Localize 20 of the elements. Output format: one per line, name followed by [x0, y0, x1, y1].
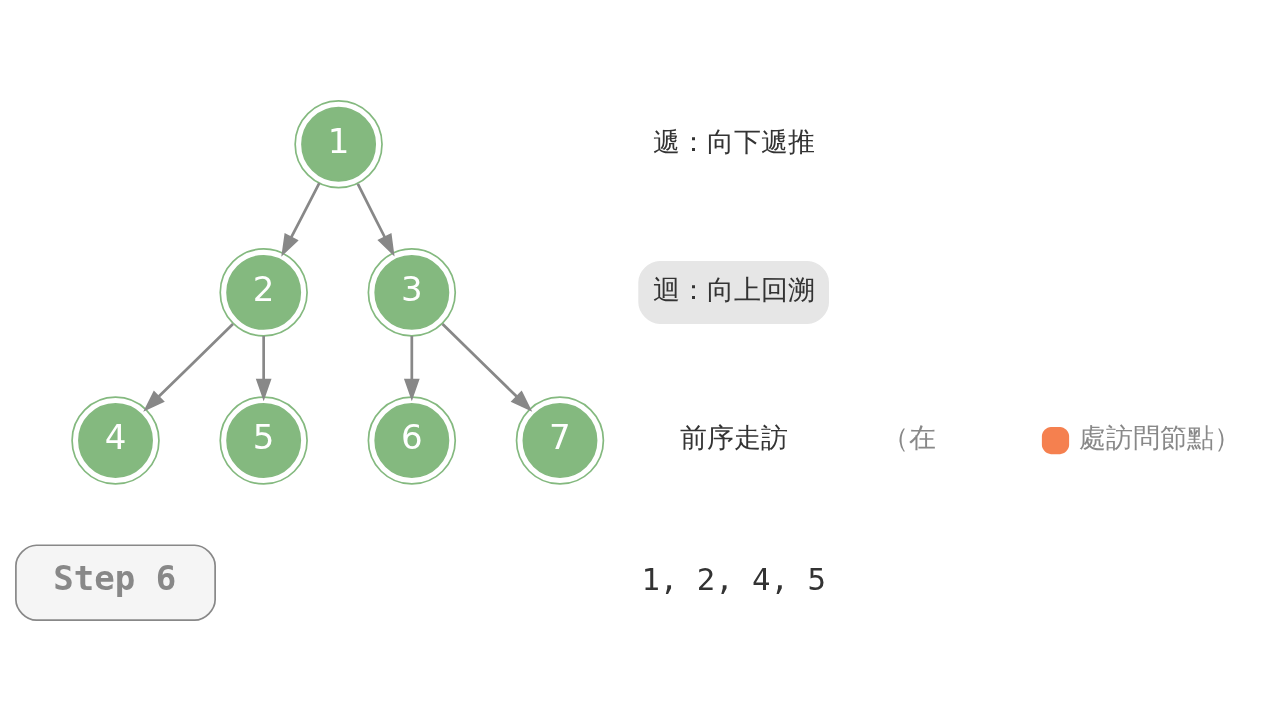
node-circle: 4 [71, 395, 160, 485]
arrow [281, 182, 321, 257]
label: 遞：向下遞推 [652, 125, 815, 157]
arrow [143, 322, 234, 412]
legend-label: 處訪問節點） [1079, 421, 1242, 453]
node-circle: 5 [219, 395, 308, 485]
arrow [441, 322, 533, 412]
label: （在 [882, 421, 937, 453]
node-circle: 6 [367, 395, 457, 485]
label: 前序走訪 [679, 422, 788, 453]
node-box: 迴：向上回溯 [638, 260, 829, 324]
node-circle: 2 [219, 247, 308, 337]
node-box: Step 6 [15, 543, 216, 621]
node-circle: 3 [367, 247, 457, 337]
node-circle: 7 [515, 395, 605, 485]
arrow [403, 335, 420, 401]
arrow [356, 182, 395, 257]
node-circle: 1 [294, 99, 383, 188]
label: 1, 2, 4, 5 [641, 561, 826, 597]
arrow [255, 335, 272, 401]
